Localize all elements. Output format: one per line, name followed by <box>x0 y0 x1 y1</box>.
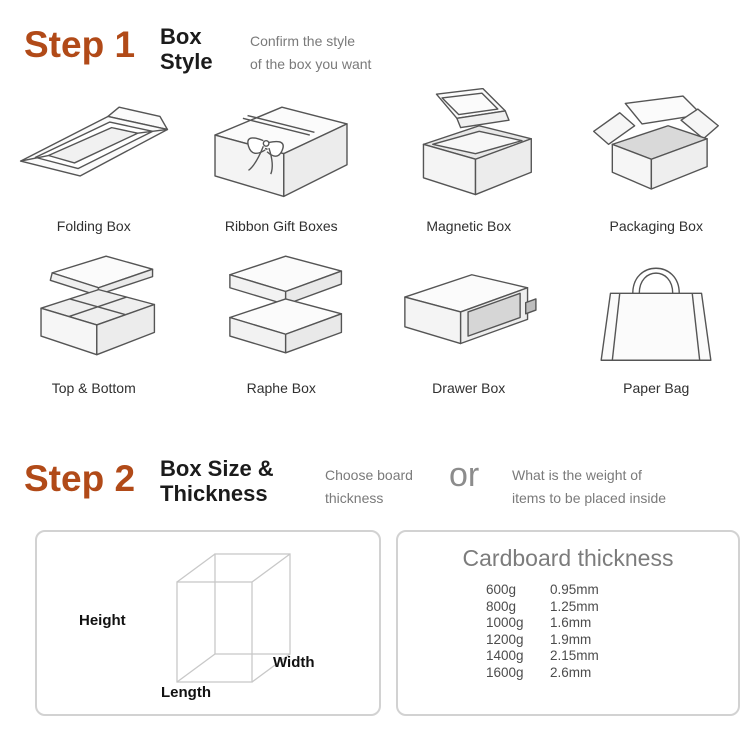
box-style-label: Ribbon Gift Boxes <box>224 218 338 234</box>
step2-label: Step 2 <box>24 458 136 499</box>
thickness-row: 1400g 2.15mm <box>486 648 738 665</box>
height-label: Height <box>79 612 126 629</box>
thickness-value: 1.6mm <box>550 615 592 630</box>
thickness-value: 0.95mm <box>550 582 599 597</box>
box-style-item-raphe: Raphe Box <box>188 250 376 396</box>
step2-option1-line2: thickness <box>325 490 384 506</box>
thickness-table: 600g 0.95mm 800g 1.25mm 1000g 1.6mm 1200… <box>486 582 738 681</box>
box-style-item-packaging: Packaging Box <box>563 88 750 234</box>
step2-title: Box Size & Thickness <box>160 456 274 506</box>
step2-option2: What is the weight of items to be placed… <box>512 464 666 510</box>
ribbon-gift-box-icon <box>202 88 360 210</box>
weight-value: 800g <box>486 598 517 614</box>
raphe-box-icon <box>202 250 360 372</box>
box-style-item-drawer: Drawer Box <box>375 250 563 396</box>
box-style-item-ribbon: Ribbon Gift Boxes <box>188 88 376 234</box>
paper-bag-icon <box>577 250 735 372</box>
step1-title-line1: Box <box>160 24 202 49</box>
thickness-value: 1.9mm <box>550 631 592 647</box>
thickness-row: 1600g 2.6mm <box>486 665 738 682</box>
box-style-label: Raphe Box <box>246 380 316 396</box>
box-size-panel: Height Width Length <box>35 530 381 716</box>
magnetic-box-icon <box>390 88 548 210</box>
weight-value: 600g <box>486 582 517 597</box>
thickness-row: 600g 0.95mm <box>486 582 738 599</box>
step2-title-line1: Box Size & <box>160 456 274 481</box>
thickness-row: 1200g 1.9mm <box>486 632 738 649</box>
top-bottom-box-icon <box>15 250 173 372</box>
step2-option1: Choose board thickness <box>325 464 413 510</box>
weight-value: 1000g <box>486 615 524 630</box>
thickness-row: 1000g 1.6mm <box>486 615 738 632</box>
box-style-item-folding: Folding Box <box>0 88 188 234</box>
thickness-row: 800g 1.25mm <box>486 599 738 616</box>
weight-value: 1600g <box>486 664 524 680</box>
box-style-label: Magnetic Box <box>426 218 512 234</box>
thickness-value: 2.15mm <box>550 648 599 663</box>
box-style-item-top-bottom: Top & Bottom <box>0 250 188 396</box>
box-style-label: Packaging Box <box>609 218 703 234</box>
step2-option2-line1: What is the weight of <box>512 467 642 483</box>
length-label: Length <box>161 684 211 701</box>
step1-description: Confirm the style of the box you want <box>250 30 371 76</box>
thickness-panel-title: Cardboard thickness <box>462 545 674 571</box>
weight-value: 1200g <box>486 631 524 647</box>
thickness-value: 2.6mm <box>550 664 592 680</box>
box-style-label: Top & Bottom <box>51 380 136 396</box>
step1-desc-line2: of the box you want <box>250 56 372 72</box>
drawer-box-icon <box>390 250 548 372</box>
step1-desc-line1: Confirm the style <box>250 33 356 49</box>
box-style-item-paper-bag: Paper Bag <box>563 250 750 396</box>
box-style-label: Drawer Box <box>432 380 506 396</box>
packaging-box-icon <box>577 88 735 210</box>
step1-title: Box Style <box>160 24 213 74</box>
box-style-label: Paper Bag <box>623 380 690 396</box>
step1-title-line2: Style <box>160 49 213 74</box>
step1-label: Step 1 <box>24 24 136 65</box>
box-dimensions-diagram <box>176 553 291 683</box>
cardboard-thickness-panel: Cardboard thickness 600g 0.95mm 800g 1.2… <box>396 530 740 716</box>
box-style-item-magnetic: Magnetic Box <box>375 88 563 234</box>
weight-value: 1400g <box>486 648 524 663</box>
box-style-label: Folding Box <box>56 218 131 234</box>
box-style-grid: Folding Box <box>0 88 750 396</box>
width-label: Width <box>273 654 315 671</box>
step2-option1-line1: Choose board <box>325 467 413 483</box>
step2-title-line2: Thickness <box>160 481 268 506</box>
thickness-value: 1.25mm <box>550 598 599 614</box>
or-text: or <box>449 456 480 494</box>
folding-box-icon <box>15 88 173 210</box>
step2-option2-line2: items to be placed inside <box>512 490 667 506</box>
